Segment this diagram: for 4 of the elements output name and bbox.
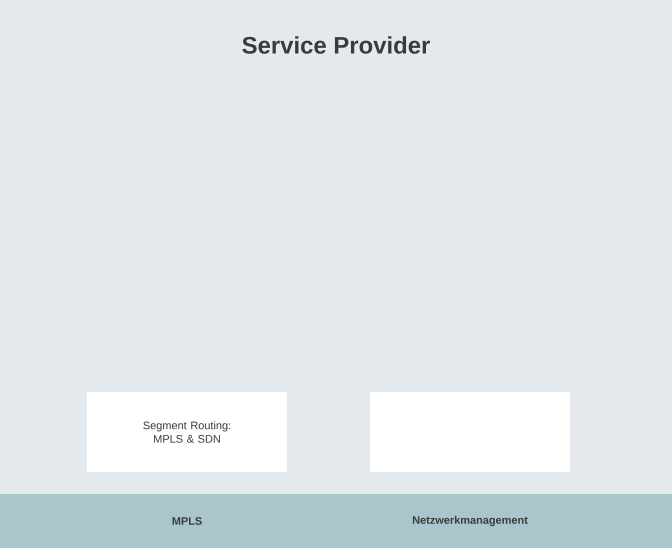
title: Service Provider [242, 36, 430, 54]
text-box: Segment Routing: MPLS & SDN [87, 392, 287, 472]
footer-band: MPLS Netzwerkmanagement [0, 494, 672, 548]
empty-box [370, 392, 570, 472]
